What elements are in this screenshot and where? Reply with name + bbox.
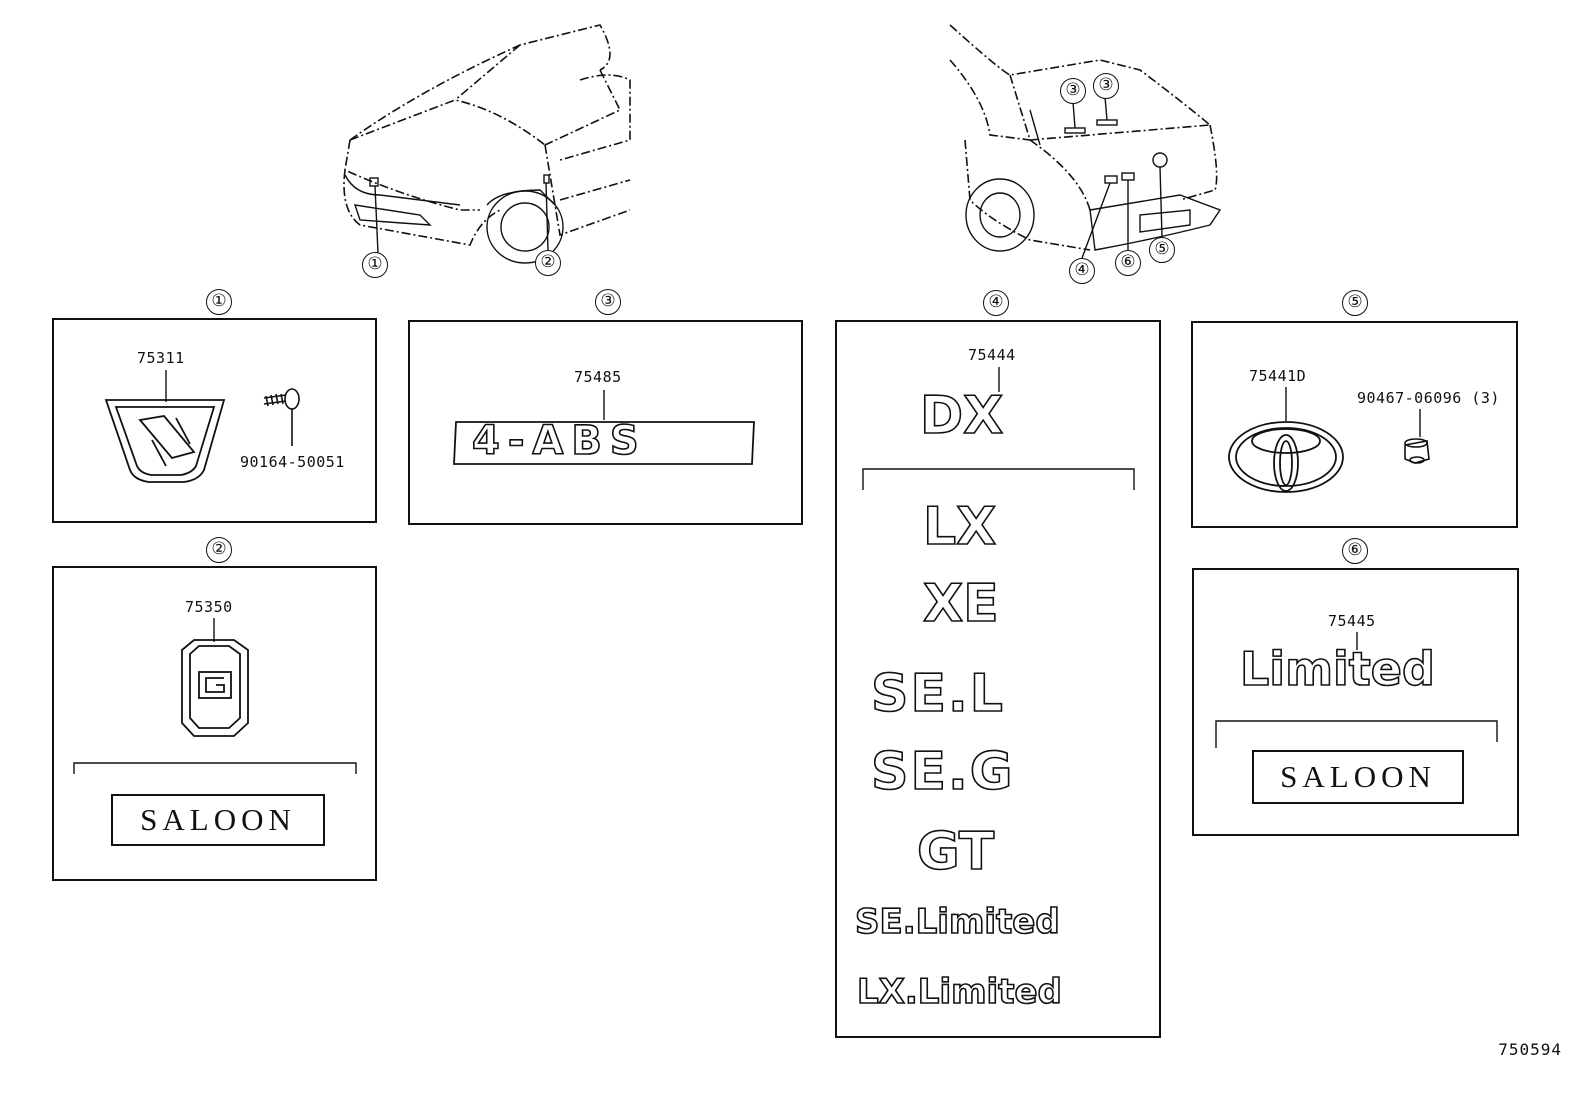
panel-6-label: ⑥	[1342, 538, 1368, 564]
clip-icon	[1404, 438, 1430, 464]
callout-rear-3a: ③	[1060, 78, 1086, 104]
part-number-75445: 75445	[1328, 612, 1376, 630]
panel-4-drawing	[862, 367, 1135, 490]
panel-3-drawing	[453, 390, 755, 465]
badge-dx: DX	[919, 385, 1004, 447]
saloon-badge-panel-2: SALOON	[111, 794, 325, 846]
part-number-75485: 75485	[574, 368, 622, 386]
panel-3-label: ③	[595, 289, 621, 315]
badge-se-limited: SE.Limited	[854, 901, 1060, 943]
panel-1-drawing	[104, 370, 300, 483]
badge-xe: XE	[922, 573, 999, 635]
part-number-75311: 75311	[137, 349, 185, 367]
part-number-90467-06096: 90467-06096 (3)	[1357, 389, 1500, 407]
diagram-code: 750594	[1498, 1040, 1562, 1059]
panel-1-label: ①	[206, 289, 232, 315]
front-bumper-details	[344, 174, 564, 264]
badge-lx-limited: LX.Limited	[856, 971, 1062, 1013]
g-emblem	[181, 639, 249, 737]
part-number-75350: 75350	[185, 598, 233, 616]
badge-se-l: SE.L	[870, 663, 1005, 725]
rear-leader-lines	[1072, 96, 1163, 259]
front-car-illustration	[343, 24, 631, 246]
badge-lx: LX	[922, 496, 997, 558]
badge-4-abs: 4-ABS	[471, 417, 647, 465]
callout-front-2: ②	[535, 250, 561, 276]
badge-se-g: SE.G	[870, 741, 1015, 803]
panel-6: 75445 Limited SALOON	[1192, 568, 1519, 836]
part-number-75441d: 75441D	[1249, 367, 1307, 385]
toyota-logo	[1228, 421, 1344, 493]
panel-2-label: ②	[206, 537, 232, 563]
callout-rear-5: ⑤	[1149, 237, 1175, 263]
panel-4: 75444 DX LX XE SE.L SE.G GT SE.Limited L…	[835, 320, 1161, 1038]
suzuki-style-emblem	[104, 399, 226, 483]
badge-gt: GT	[916, 821, 995, 883]
saloon-badge-panel-6: SALOON	[1252, 750, 1464, 804]
callout-rear-4: ④	[1069, 258, 1095, 284]
panel-5-label: ⑤	[1342, 290, 1368, 316]
callout-rear-6: ⑥	[1115, 250, 1141, 276]
part-number-75444: 75444	[968, 346, 1016, 364]
panel-1: 75311 90164-50051	[52, 318, 377, 523]
front-leader-lines	[374, 182, 549, 254]
rear-car-illustration	[949, 24, 1218, 251]
callout-rear-3b: ③	[1093, 73, 1119, 99]
part-number-90164-50051: 90164-50051	[240, 453, 345, 471]
panel-4-label: ④	[983, 290, 1009, 316]
panel-2: 75350 SALOON	[52, 566, 377, 881]
callout-front-1: ①	[362, 252, 388, 278]
screw-icon	[263, 388, 300, 446]
panel-3: 75485 4-ABS	[408, 320, 803, 525]
badge-limited: Limited	[1239, 641, 1436, 697]
panel-2-drawing	[73, 618, 357, 774]
panel-5-drawing	[1228, 387, 1430, 493]
panel-6-drawing	[1215, 632, 1498, 748]
panel-5: 75441D 90467-06096 (3)	[1191, 321, 1518, 528]
